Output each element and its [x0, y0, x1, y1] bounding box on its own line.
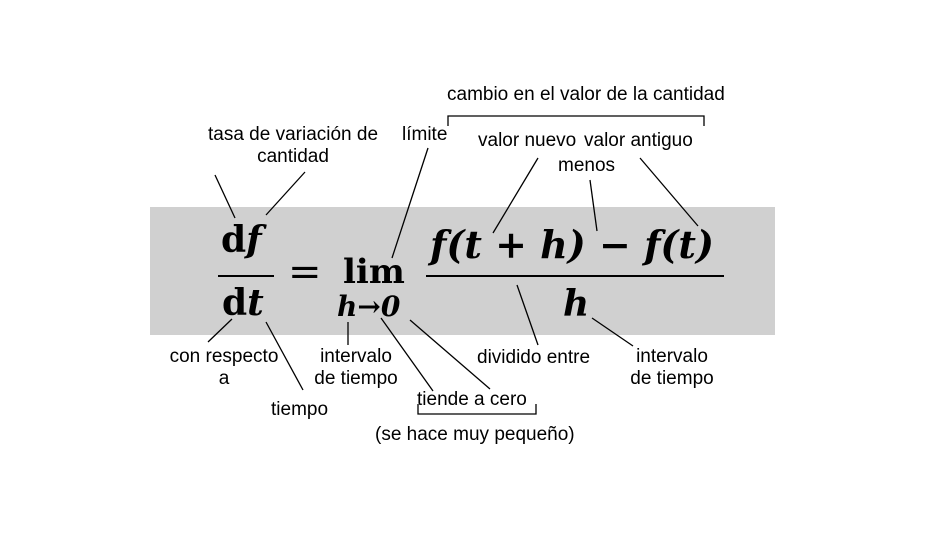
label-tends-to-zero: tiende a cero	[417, 389, 527, 410]
df-fraction-bar	[218, 275, 274, 277]
pointer-line-divided	[516, 284, 539, 346]
pointer-line-old-value	[639, 157, 699, 227]
label-old-value: valor antiguo	[584, 130, 693, 151]
label-change-in-value: cambio en el valor de la cantidad	[447, 84, 725, 105]
label-time-interval-left-text: intervalo de tiempo	[314, 346, 398, 389]
bracket-tends-zero	[417, 404, 537, 415]
bracket-change	[447, 115, 705, 126]
label-limit: límite	[402, 124, 448, 145]
dt-denominator: dt	[222, 285, 264, 321]
label-time-interval-right-text: intervalo de tiempo	[630, 346, 714, 389]
pointer-line-new-value	[492, 157, 539, 234]
lim-operator: lim	[343, 252, 405, 292]
label-minus: menos	[558, 155, 616, 176]
label-rate-of-change: tasa de variación de cantidad	[193, 124, 393, 168]
lim-subscript: h→0	[337, 290, 401, 323]
pointer-line-interval-right	[591, 317, 634, 347]
t-symbol: t	[247, 282, 264, 324]
label-divided-by: dividido entre	[477, 347, 591, 368]
label-rate-of-change-text: tasa de variación de cantidad	[207, 124, 379, 167]
label-with-respect-to: con respecto a	[160, 346, 288, 390]
pointer-line-limit	[391, 147, 429, 259]
main-fraction-bar	[426, 275, 724, 277]
d-symbol-bottom: d	[222, 282, 248, 324]
pointer-line-time	[265, 321, 304, 391]
pointer-line-quantity	[265, 171, 306, 216]
equation-highlight-band	[150, 207, 775, 335]
fraction-numerator: f(t + h) − f(t)	[430, 222, 714, 267]
f-symbol: f	[246, 219, 262, 261]
label-new-value: valor nuevo	[478, 130, 577, 151]
d-symbol: d	[221, 219, 247, 261]
pointer-line-with-respect	[207, 318, 233, 343]
pointer-line-rate	[214, 174, 236, 219]
df-numerator: df	[221, 222, 262, 258]
label-time-interval-right: intervalo de tiempo	[617, 346, 727, 390]
label-time: tiempo	[271, 399, 329, 420]
pointer-line-tends-zero	[409, 319, 491, 390]
label-time-interval-left: intervalo de tiempo	[306, 346, 406, 390]
pointer-line-minus	[589, 179, 598, 232]
pointer-line-tends-arrow	[380, 317, 434, 392]
equals-sign: =	[288, 249, 322, 295]
fraction-denominator: h	[563, 283, 590, 325]
label-with-respect-to-text: con respecto a	[169, 346, 279, 389]
label-gets-very-small: (se hace muy pequeño)	[375, 424, 575, 445]
